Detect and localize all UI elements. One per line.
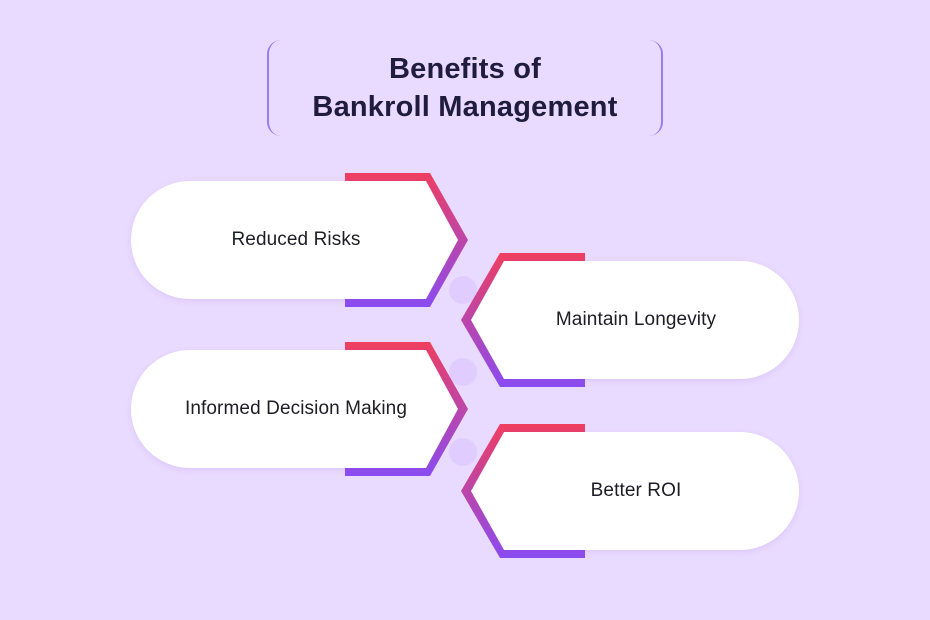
benefit-card-maintain-longevity <box>461 253 799 387</box>
benefit-label-reduced-risks: Reduced Risks <box>231 229 361 250</box>
benefit-label-better-roi: Better ROI <box>590 480 682 501</box>
benefit-card-informed-decision-making <box>131 342 468 476</box>
title-frame: Benefits of Bankroll Management <box>267 40 663 136</box>
page-title-line-1: Benefits of <box>388 53 542 85</box>
benefit-card-reduced-risks <box>131 173 468 307</box>
connector-dots <box>449 276 477 466</box>
benefit-label-maintain-longevity: Maintain Longevity <box>555 309 717 330</box>
benefit-card-better-roi <box>461 424 799 558</box>
benefit-label-informed-decision-making: Informed Decision Making <box>184 398 408 419</box>
page-title-line-2: Bankroll Management <box>312 91 618 123</box>
